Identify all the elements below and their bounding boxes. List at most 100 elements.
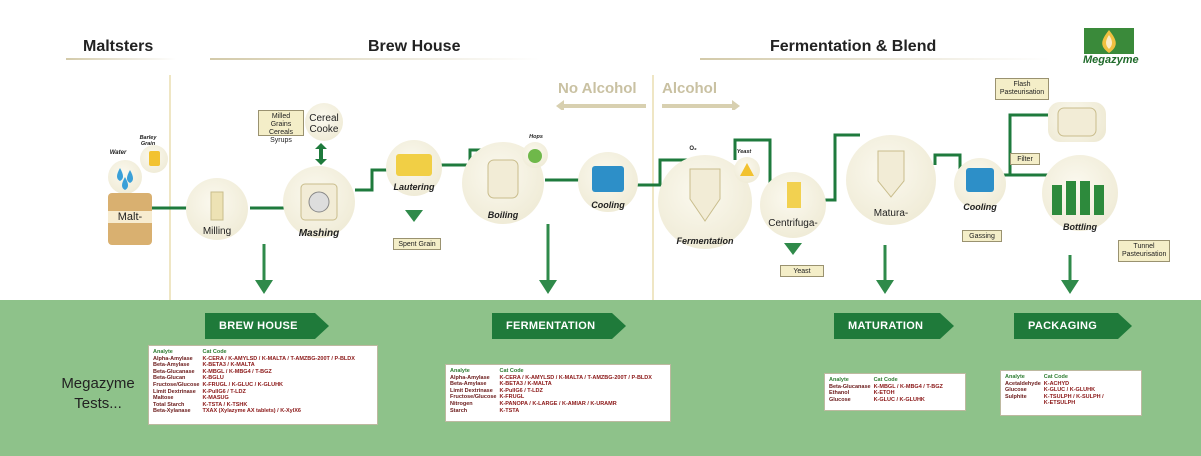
right-arrow-icon [662, 100, 740, 112]
section-tag-packaging[interactable]: PACKAGING [1014, 313, 1132, 339]
code-cell: K-MASUG [202, 395, 229, 402]
code-header: Cat Code [1043, 374, 1068, 380]
yeast-label: Yeast [736, 149, 752, 155]
analyte-cell: Limit Dextrinase [450, 387, 493, 394]
code-cell: K-MBGL / K-MBG4 / T-BGZ [202, 368, 272, 375]
section-tag-fermentation[interactable]: FERMENTATION [492, 313, 626, 339]
water-label: Water [109, 150, 127, 156]
fermenter-icon [689, 168, 721, 222]
analyte-cell: Beta-Xylanase [153, 408, 191, 415]
code-cell: K-MBGL / K-MBG4 / T-BGZ [873, 383, 943, 390]
test-table: Analyte Cat Code Alpha-Amylase K-CERA / K-… [153, 349, 358, 415]
code-cell: K-TSTA / K-TSHK [202, 401, 248, 408]
hops-label: Hops [529, 134, 543, 140]
alcohol-text: Alcohol [662, 80, 717, 97]
left-arrow-icon [556, 100, 646, 112]
code-cell: K-CERA / K-AMYLSD / K-MALTA / T-AMZBG-20… [202, 355, 355, 362]
mash-tun-icon [300, 183, 338, 221]
analyte-cell: Limit Dextrinase [153, 388, 196, 395]
analyte-cell: Beta-Amylase [153, 362, 190, 369]
water-drops-icon [117, 168, 133, 190]
bottles-icon [1052, 181, 1104, 215]
analyte-cell: Ethanol [829, 390, 850, 397]
yeast-out-box: Yeast [780, 265, 824, 277]
header-brew-house: Brew House [368, 38, 461, 55]
code-cell: K-BETA3 / K-MALTA [499, 381, 552, 388]
centrifuga-label: Centrifuga- [768, 218, 818, 229]
analyte-header: Analyte [1005, 374, 1025, 380]
cereal-cooke-circle [305, 103, 343, 141]
logo-mark-icon [1084, 28, 1134, 54]
spent-grain-box: Spent Grain [393, 238, 441, 250]
section-arrows [255, 224, 1079, 294]
analyte-cell: Beta-Glucan [153, 375, 186, 382]
code-header: Cat Code [202, 349, 227, 355]
analyte-cell: Starch [450, 407, 468, 414]
cooling-stage-1 [578, 152, 638, 212]
tunnel-past-box: Tunnel Pasteurisation [1118, 240, 1170, 262]
code-cell: K-ETOH [873, 390, 895, 397]
lauter-tun-icon [396, 154, 432, 176]
bottling-stage [1042, 155, 1118, 231]
fermentation-label: Fermentation [676, 236, 734, 246]
cooling-label-2: Cooling [963, 202, 997, 212]
code-cell: K-TSULPH / K-SULPH / [1043, 393, 1104, 400]
boiling-stage [462, 142, 544, 224]
kettle-icon [487, 159, 519, 199]
o2-label: O₂ [689, 146, 697, 152]
bottling-label: Bottling [1063, 222, 1097, 232]
analyte-header: Analyte [153, 349, 173, 355]
no-alcohol-label: No Alcohol [556, 80, 656, 115]
mashing-label: Mashing [298, 228, 340, 239]
yeast-input [734, 157, 760, 183]
barley-input [140, 145, 168, 173]
section-tag-brew-house[interactable]: BREW HOUSE [205, 313, 329, 339]
logo-wordmark: Megazyme [1083, 54, 1139, 66]
code-cell: K-BETA3 / K-MALTA [202, 362, 255, 369]
analyte-cell: Fructose/Glucose [153, 381, 200, 388]
keg-icon [1057, 107, 1097, 137]
cooling-label-1: Cooling [591, 200, 625, 210]
milled-grains-box: Milled Grains Cereals Syrups [258, 110, 304, 144]
gassing-box: Gassing [962, 230, 1002, 242]
analyte-cell: Nitrogen [450, 400, 473, 407]
barley-label: Barley Grain [139, 135, 157, 147]
code-cell: K-FRUGL / K-GLUC / K-GLUHK [202, 381, 284, 388]
maturation-stage [846, 135, 936, 225]
code-cell: K-CERA / K-AMYLSD / K-MALTA / T-AMZBG-20… [499, 374, 652, 381]
heat-exchanger-icon [592, 166, 624, 192]
malt-bag: Malt- [108, 193, 152, 245]
analyte-header: Analyte [829, 377, 849, 383]
fermentation-stage [658, 155, 752, 249]
lautering-stage [386, 140, 442, 196]
analyte-cell: Total Starch [153, 401, 185, 408]
section-tag-maturation[interactable]: MATURATION [834, 313, 954, 339]
cereal-cooke-label: Cereal Cooke [309, 113, 339, 135]
water-input [108, 160, 142, 194]
code-cell: K-GLUC / K-GLUHK [1043, 387, 1096, 394]
code-cell: K-BGLU [202, 375, 224, 382]
lautering-label: Lautering [393, 182, 435, 192]
hops-icon [528, 149, 542, 163]
no-alcohol-text: No Alcohol [558, 80, 637, 97]
analyte-cell: Beta-Glucanase [153, 368, 195, 375]
code-cell: K-FRUGL [499, 394, 525, 401]
analyte-cell: Alpha-Amylase [450, 374, 490, 381]
analyte-cell: Maltose [153, 395, 174, 402]
boiling-label: Boiling [487, 210, 519, 220]
header-fermentation-blend: Fermentation & Blend [770, 38, 937, 55]
yeast-icon [740, 163, 754, 176]
barley-grain-icon [149, 151, 160, 166]
megazyme-logo: Megazyme [1081, 26, 1139, 68]
matura-label: Matura- [873, 208, 909, 219]
tests-label: Megazyme Tests... [61, 375, 135, 412]
analyte-cell [1005, 400, 1044, 407]
code-cell: K-GLUC / K-GLUHK [873, 396, 925, 403]
analyte-cell: Alpha-Amylase [153, 355, 193, 362]
milling-stage [186, 178, 248, 240]
mill-icon [210, 191, 224, 221]
